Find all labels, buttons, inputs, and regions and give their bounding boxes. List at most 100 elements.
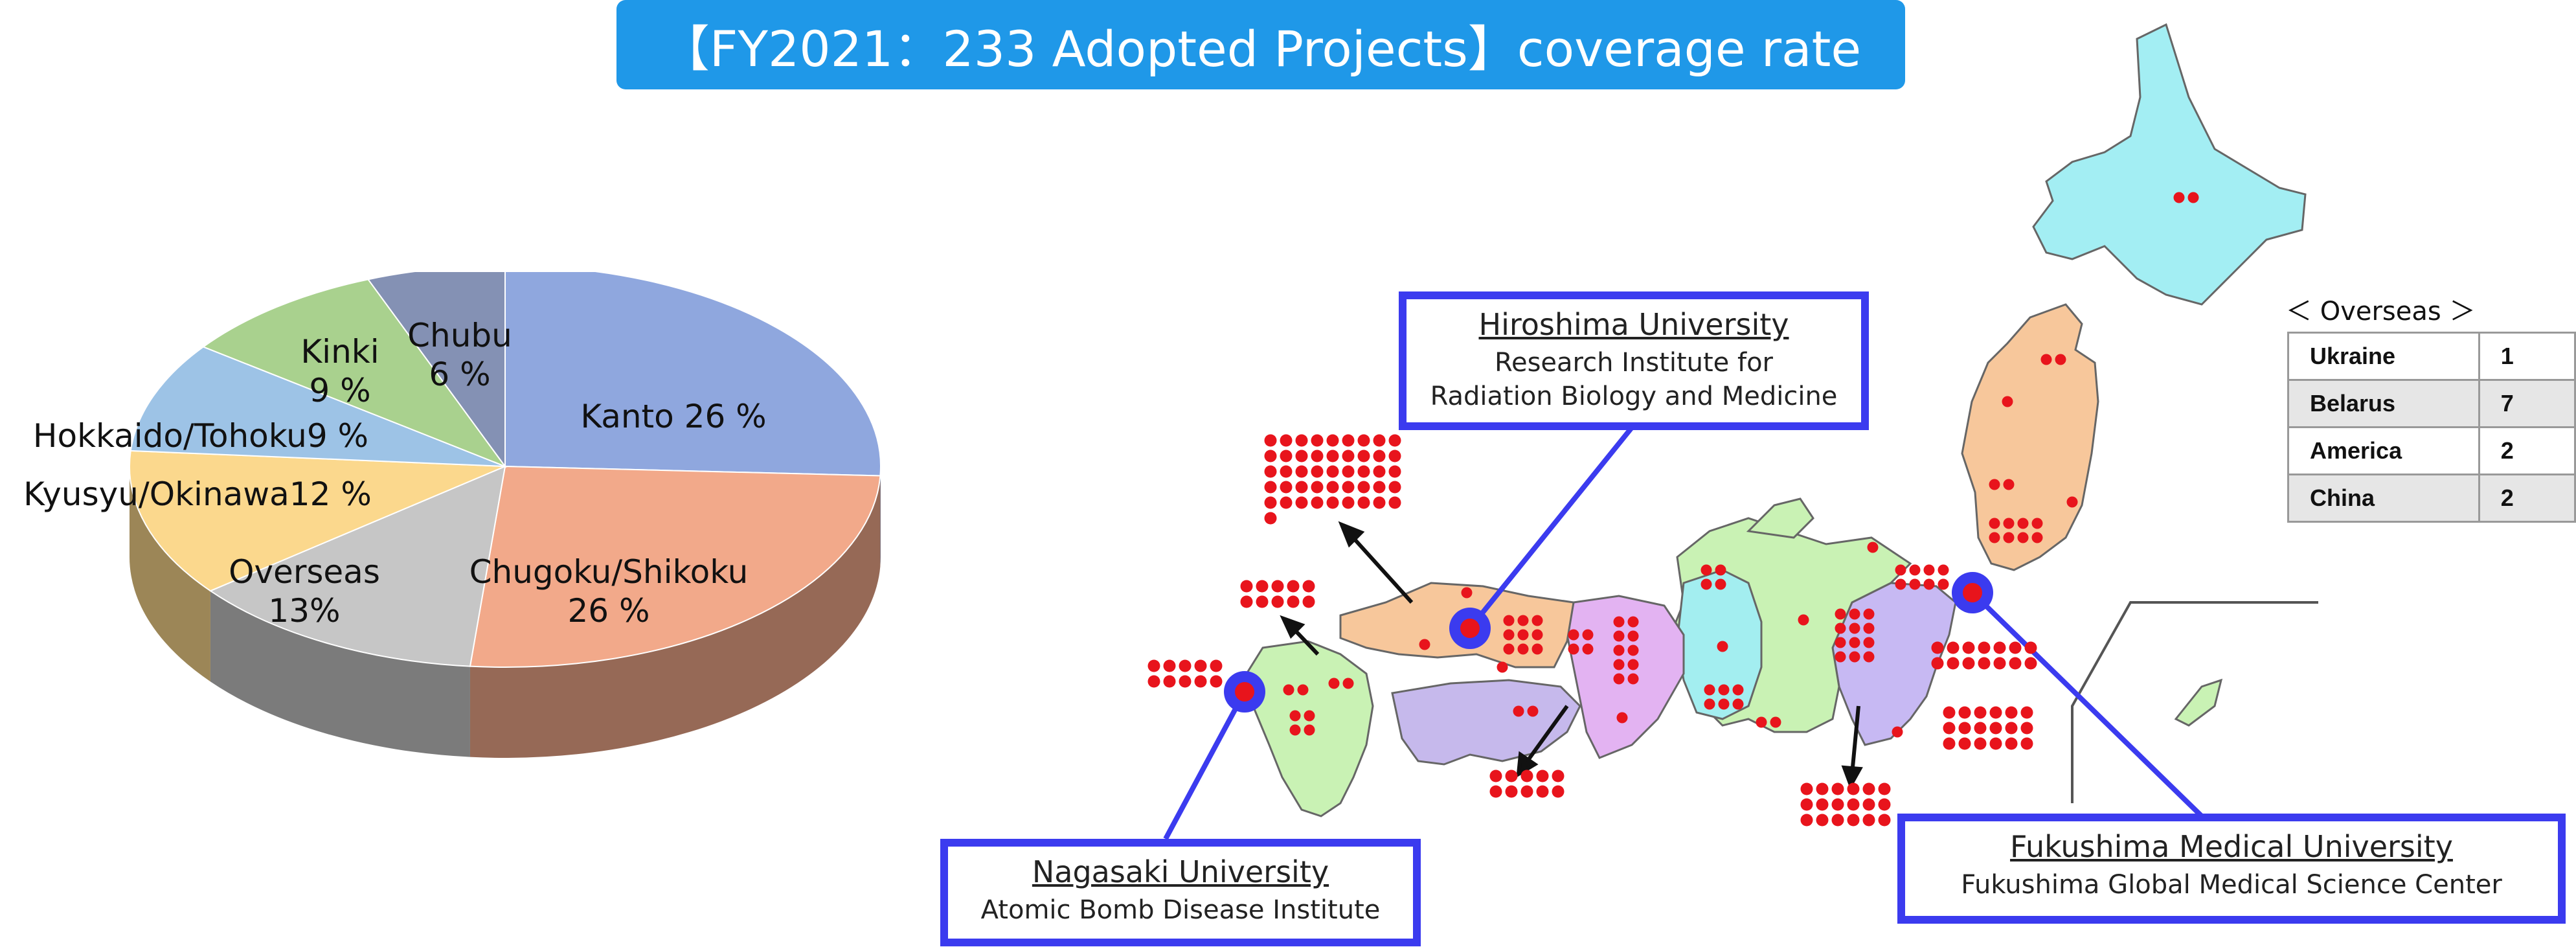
project-dot: [1311, 465, 1324, 478]
project-dot: [1923, 564, 1935, 576]
project-dot: [1295, 481, 1308, 494]
project-dot: [1373, 481, 1386, 494]
project-dot: [1280, 481, 1293, 494]
project-dot: [1194, 675, 1207, 688]
country-cell: America: [2287, 426, 2480, 475]
fukushima-name: Fukushima Medical University: [2010, 829, 2453, 864]
count-cell: 2: [2478, 426, 2576, 475]
project-dot: [2066, 496, 2078, 508]
project-dot: [1311, 434, 1324, 447]
project-dot: [1568, 643, 1579, 655]
project-dot: [1756, 716, 1767, 728]
project-dot: [1304, 724, 1315, 736]
project-dot: [1264, 512, 1277, 525]
project-dot: [1256, 580, 1269, 593]
project-dot: [1958, 706, 1971, 719]
project-dot: [1931, 657, 1944, 670]
table-row: America 2: [2287, 426, 2576, 475]
overseas-table: Ukraine 1 Belarus 7 America 2 China 2: [2287, 332, 2576, 523]
project-dot: [1536, 785, 1549, 798]
connector-lines: [1163, 426, 2204, 840]
project-dot: [1849, 608, 1860, 620]
marker-nagasaki: [1224, 671, 1265, 713]
hiroshima-dept-line2: Radiation Biology and Medicine: [1430, 382, 1838, 411]
project-dot: [1264, 496, 1277, 509]
project-dot: [1388, 434, 1401, 447]
project-dot: [1287, 595, 1300, 608]
project-dot: [1326, 496, 1339, 509]
project-dot: [1517, 629, 1529, 641]
chart-title-banner: 【FY2021：233 Adopted Projects】coverage ra…: [616, 0, 1905, 89]
project-dot: [1264, 465, 1277, 478]
project-dot: [1357, 450, 1370, 462]
project-dot: [1862, 814, 1875, 827]
project-dot: [1849, 622, 1860, 634]
region-chubu-north: [1746, 497, 1814, 539]
project-dot: [1732, 684, 1744, 696]
project-dot: [1978, 641, 1991, 654]
project-dot: [1552, 770, 1565, 782]
table-row: Ukraine 1: [2287, 332, 2576, 381]
project-dot: [1962, 657, 1975, 670]
project-dots: [1147, 192, 2199, 827]
project-dot: [1989, 518, 2000, 529]
project-dot: [1461, 587, 1473, 599]
pie-side-kyusyu-okinawa: [130, 466, 210, 682]
project-dot: [1958, 722, 1971, 735]
project-dot: [1989, 737, 2002, 750]
project-dot: [1147, 675, 1160, 688]
project-dot: [1816, 814, 1829, 827]
project-dot: [1531, 629, 1543, 641]
project-dot: [1798, 614, 1809, 626]
project-dot: [1210, 675, 1223, 688]
project-dot: [1373, 450, 1386, 462]
project-dot: [1978, 657, 1991, 670]
project-dot: [1357, 481, 1370, 494]
project-dot: [1280, 434, 1293, 447]
project-dot: [1295, 465, 1308, 478]
project-dot: [1342, 481, 1355, 494]
project-dot: [1943, 737, 1956, 750]
project-dot: [1627, 630, 1639, 642]
pie-slice-hokkaido-tohoku: [130, 346, 506, 467]
pie-side-chugoku-shikoku: [469, 475, 881, 758]
project-dot: [1147, 659, 1160, 672]
country-cell: Ukraine: [2287, 332, 2480, 381]
project-dot: [1878, 798, 1891, 811]
project-dot: [1342, 434, 1355, 447]
okinawa-inset-frame: [2071, 601, 2318, 803]
country-cell: China: [2287, 474, 2480, 523]
project-dot: [1962, 641, 1975, 654]
project-dot: [1342, 450, 1355, 462]
project-dot: [1732, 698, 1744, 710]
project-dot: [1342, 465, 1355, 478]
project-dot: [1816, 782, 1829, 795]
project-dot: [2031, 518, 2043, 529]
project-dot: [1373, 465, 1386, 478]
pie-label-kyusyu-okinawa: Kyusyu/Okinawa12 %: [23, 475, 372, 513]
project-dot: [1503, 643, 1515, 655]
project-dot: [1700, 578, 1712, 590]
project-dot: [1947, 641, 1960, 654]
project-dot: [1419, 639, 1430, 650]
project-dot: [1373, 496, 1386, 509]
project-dot: [1627, 616, 1639, 628]
project-dot: [1989, 479, 2000, 490]
project-dot: [2009, 641, 2022, 654]
project-dot: [1800, 814, 1813, 827]
project-dot: [1923, 578, 1935, 590]
country-cell: Belarus: [2287, 379, 2480, 428]
project-dot: [2003, 518, 2015, 529]
project-dot: [1943, 722, 1956, 735]
pie-side-kanto: [880, 466, 881, 567]
arrowhead: [1338, 521, 1365, 548]
project-dot: [2005, 722, 2018, 735]
arrowhead: [1280, 615, 1305, 639]
pie-side-overseas: [210, 591, 470, 757]
project-dot: [2003, 479, 2015, 490]
project-dot: [1993, 657, 2006, 670]
